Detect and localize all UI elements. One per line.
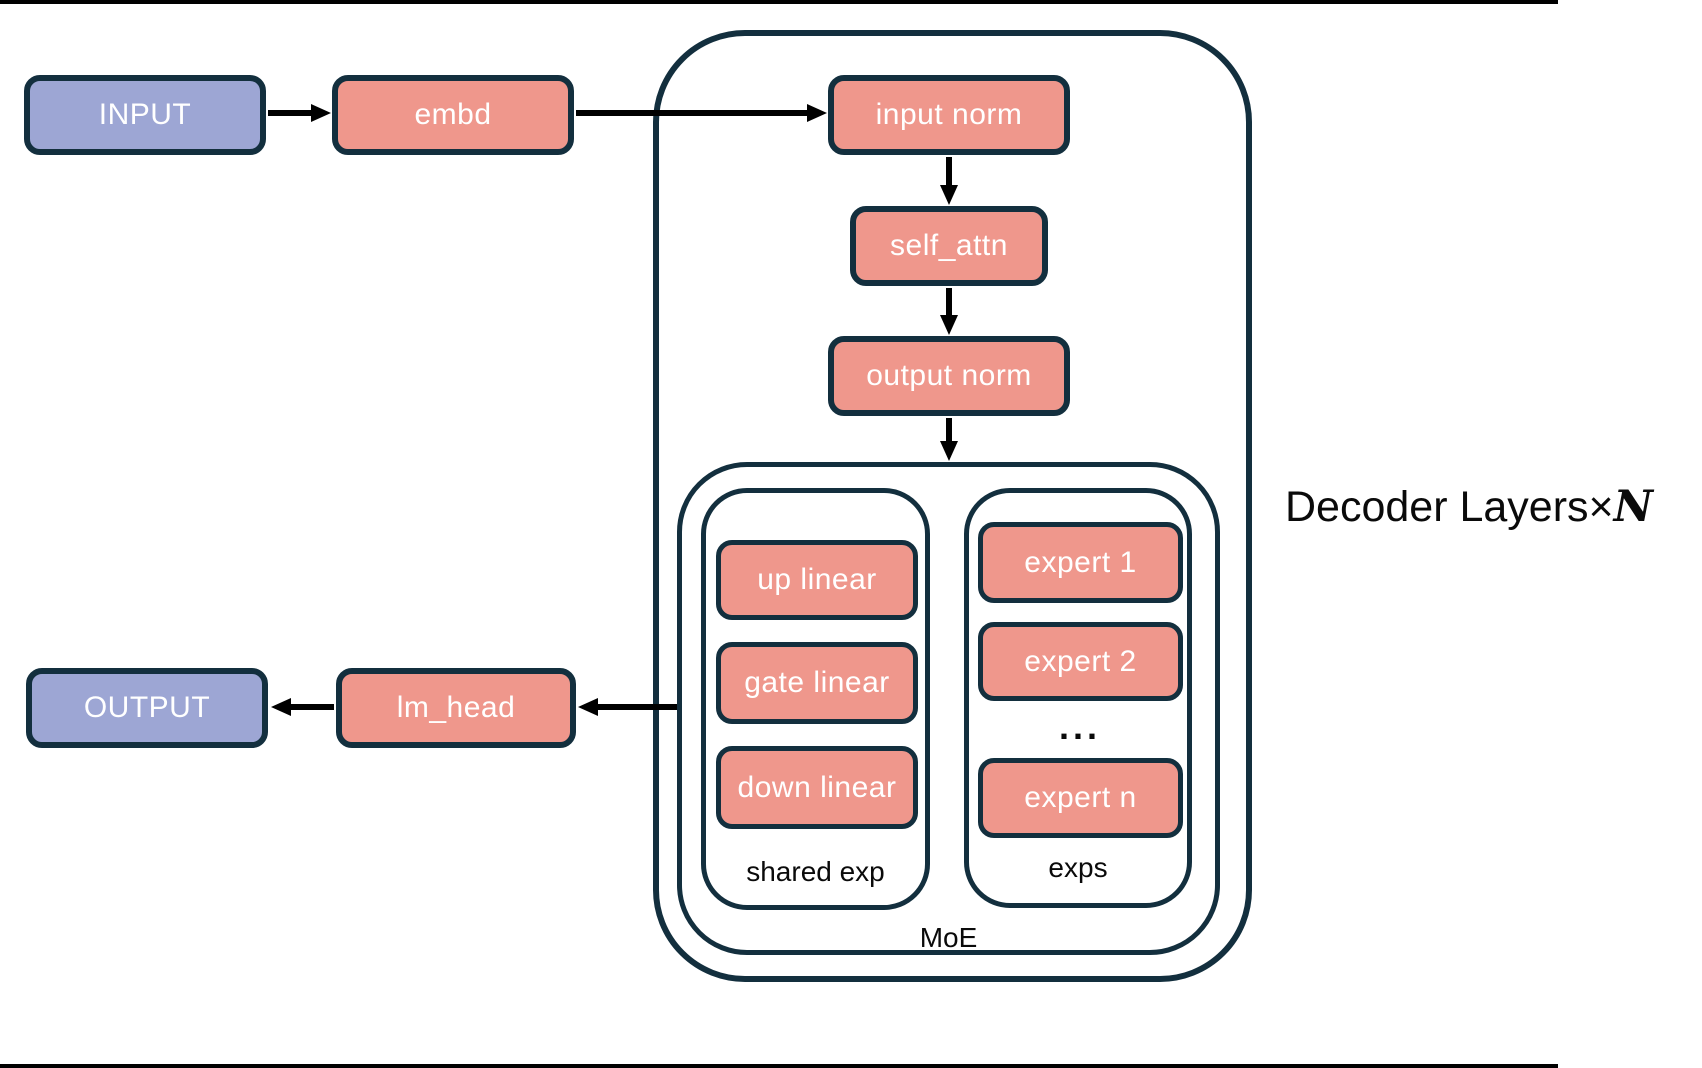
node-self-attn: self_attn: [850, 206, 1048, 286]
node-embd: embd: [332, 75, 574, 155]
bottom-edge-line: [0, 1064, 1558, 1068]
node-expert-2: expert 2: [978, 622, 1183, 701]
node-input-norm: input norm: [828, 75, 1070, 155]
node-gate-linear: gate linear: [716, 642, 918, 724]
node-output: OUTPUT: [26, 668, 268, 748]
shared-exp-group: [701, 488, 930, 910]
node-lm-head: lm_head: [336, 668, 576, 748]
exps-label: exps: [1048, 852, 1108, 883]
decoder-layers-n: N: [1613, 482, 1653, 532]
exps-group: [964, 488, 1192, 908]
moe-label: MoE: [919, 922, 978, 953]
node-input: INPUT: [24, 75, 266, 155]
moe-container: [677, 462, 1220, 955]
decoder-layers-text: Decoder Layers×: [1285, 483, 1614, 531]
decoder-layers-title: Decoder Layers×N: [1285, 482, 1653, 532]
node-expert-n: expert n: [978, 758, 1183, 838]
top-edge-line: [0, 0, 1558, 4]
node-up-linear: up linear: [716, 540, 918, 620]
node-output-norm: output norm: [828, 336, 1070, 416]
shared-exp-label: shared exp: [746, 856, 885, 887]
decoder-layers-container: [653, 30, 1252, 982]
node-down-linear: down linear: [716, 746, 918, 829]
experts-ellipsis: ...: [1058, 706, 1101, 747]
node-expert-1: expert 1: [978, 522, 1183, 603]
